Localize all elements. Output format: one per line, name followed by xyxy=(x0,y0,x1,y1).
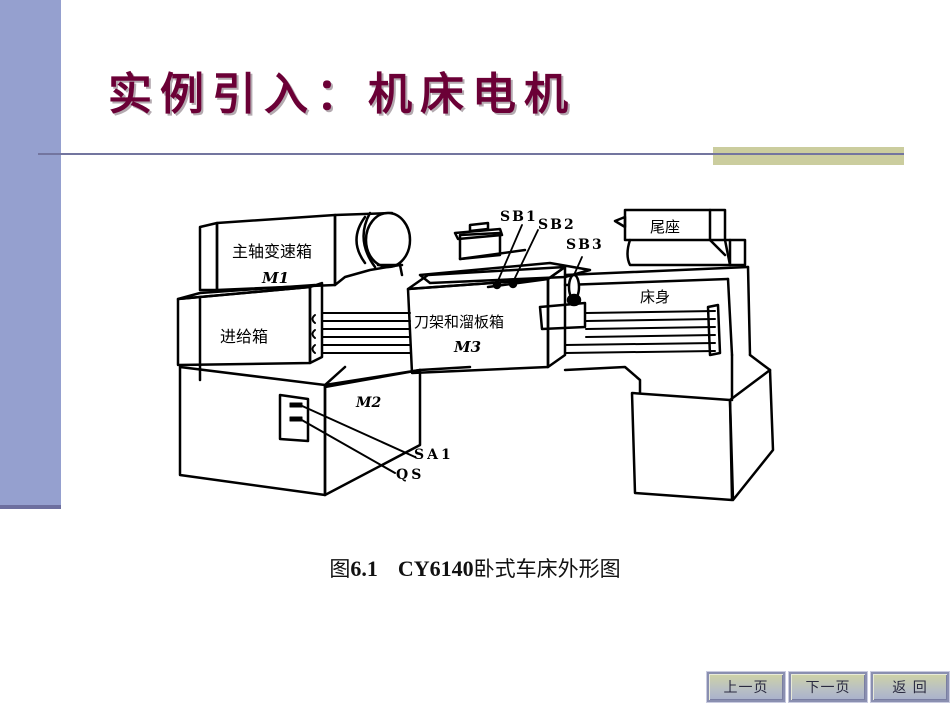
leader-lines xyxy=(496,224,583,284)
next-page-button[interactable]: 下一页 xyxy=(788,671,868,703)
label-sb1: SB1 xyxy=(500,209,538,225)
caption-text: 卧式车床外形图 xyxy=(473,557,621,581)
caption-number: 6.1 xyxy=(350,556,378,581)
label-sb2: SB2 xyxy=(538,217,576,233)
figure-caption: 图6.1 CY6140卧式车床外形图 xyxy=(0,553,950,583)
label-qs: QS xyxy=(396,467,424,483)
lathe-bed xyxy=(538,265,752,357)
divider-accent-bar xyxy=(713,147,904,165)
divider-accent-line xyxy=(713,153,904,155)
tailstock xyxy=(613,208,747,267)
lathe-base-right xyxy=(563,353,775,502)
label-bed: 床身 xyxy=(640,288,670,306)
caption-prefix: 图 xyxy=(329,557,351,581)
headstock-box xyxy=(198,211,412,292)
prev-page-button[interactable]: 上一页 xyxy=(706,671,786,703)
label-feed-box: 进给箱 xyxy=(220,327,268,346)
label-sa1: SA1 xyxy=(414,447,454,463)
sidebar-accent-foot xyxy=(0,505,61,509)
caption-model: CY6140 xyxy=(397,556,474,581)
label-sb3: SB3 xyxy=(566,237,604,253)
label-headstock: 主轴变速箱 xyxy=(232,242,312,261)
slide-navigation: 上一页 下一页 返 回 xyxy=(706,671,950,703)
carriage-apron xyxy=(406,221,592,375)
lead-screws-left xyxy=(311,312,411,354)
label-tailstock: 尾座 xyxy=(650,218,680,236)
label-m3: M3 xyxy=(453,338,481,356)
lathe-base-left xyxy=(178,363,472,497)
sidebar-accent xyxy=(0,0,61,505)
label-m1: M1 xyxy=(261,269,289,287)
label-carriage: 刀架和溜板箱 xyxy=(414,313,504,331)
lathe-diagram: 主轴变速箱 M1 进给箱 刀架和溜板箱 M3 M2 尾座 床身 SB1 SB2 … xyxy=(170,195,780,515)
return-button[interactable]: 返 回 xyxy=(870,671,950,703)
title-divider xyxy=(38,153,904,155)
label-m2: M2 xyxy=(355,395,381,411)
feed-box xyxy=(176,281,324,367)
slide-title: 实例引入：机床电机 xyxy=(108,69,576,120)
